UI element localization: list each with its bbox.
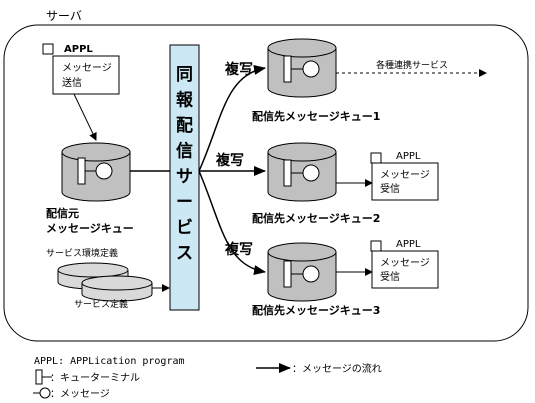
message-icon <box>302 164 320 182</box>
broadcast-service-char: 配 <box>176 116 193 136</box>
source-appl-line1: メッセージ <box>62 62 112 74</box>
dest-appl-3-line1: メッセージ <box>380 257 430 269</box>
dest-queue-1-label: 配信先メッセージキュー1 <box>252 109 380 123</box>
source-appl-tab <box>42 43 54 55</box>
broadcast-service-char: ス <box>176 244 193 264</box>
dest-appl-2-tab <box>370 152 382 164</box>
source-appl-name: APPL <box>64 44 93 55</box>
copy-branch-1 <box>198 64 266 172</box>
linked-services-label: 各種連携サービス <box>376 59 448 71</box>
legend-queue-terminal: ：キューターミナル <box>50 372 140 384</box>
dest-appl-2-line1: メッセージ <box>380 169 430 181</box>
legend-queue-terminal-icon <box>35 369 43 385</box>
copy-label-1: 複写 <box>224 61 253 78</box>
source-queue-line1: 配信元 <box>46 206 79 220</box>
copy-branch-3 <box>198 170 266 276</box>
service-def-disk <box>81 275 153 302</box>
dest-appl-3-line2: 受信 <box>380 271 400 283</box>
dest-queue-3-cylinder <box>267 242 337 302</box>
dest-appl-3-box <box>371 250 439 289</box>
message-icon <box>302 265 320 283</box>
service-env-def-label: サービス環境定義 <box>46 247 118 259</box>
send-arrow <box>73 93 97 141</box>
legend-appl: APPL: APPLication program <box>34 356 185 367</box>
dest-appl-2-line2: 受信 <box>380 183 400 195</box>
broadcast-service-char: サ <box>176 167 193 187</box>
broadcast-service-char: ビ <box>176 218 193 238</box>
broadcast-service-char: ー <box>176 193 193 213</box>
dest-queue-3-label: 配信先メッセージキュー3 <box>252 303 380 317</box>
message-icon <box>95 162 113 180</box>
queue-terminal-icon <box>283 260 292 288</box>
copy-label-2: 複写 <box>215 152 244 169</box>
legend-message: ：メッセージ <box>50 388 110 400</box>
legend-message-icon <box>39 387 51 399</box>
queue-terminal-icon <box>283 55 292 83</box>
service-def-label: サービス定義 <box>74 298 128 310</box>
source-queue-line2: メッセージキュー <box>46 222 134 235</box>
dest-appl-3-name: APPL <box>396 239 421 250</box>
source-appl-line2: 送信 <box>62 76 82 89</box>
dest-appl-3-tab <box>370 240 382 252</box>
queue-terminal-icon <box>283 159 292 187</box>
queue-terminal-icon <box>77 157 86 185</box>
dest-queue-1-cylinder <box>267 38 337 98</box>
dest-appl-2-box <box>371 162 439 201</box>
dest-queue-2-label: 配信先メッセージキュー2 <box>252 211 380 225</box>
broadcast-service-box <box>169 44 200 311</box>
dest-appl-2-name: APPL <box>396 151 421 162</box>
broadcast-service-char: 信 <box>176 141 193 162</box>
legend-flow: ：メッセージの流れ <box>292 362 382 375</box>
dest-queue-2-cylinder <box>267 142 337 202</box>
broadcast-service-char: 報 <box>176 90 194 111</box>
source-appl-box <box>52 55 120 95</box>
copy-label-3: 複写 <box>224 241 253 258</box>
message-icon <box>302 60 320 78</box>
server-label: サーバ <box>46 9 82 23</box>
broadcast-service-char: 同 <box>176 65 193 85</box>
